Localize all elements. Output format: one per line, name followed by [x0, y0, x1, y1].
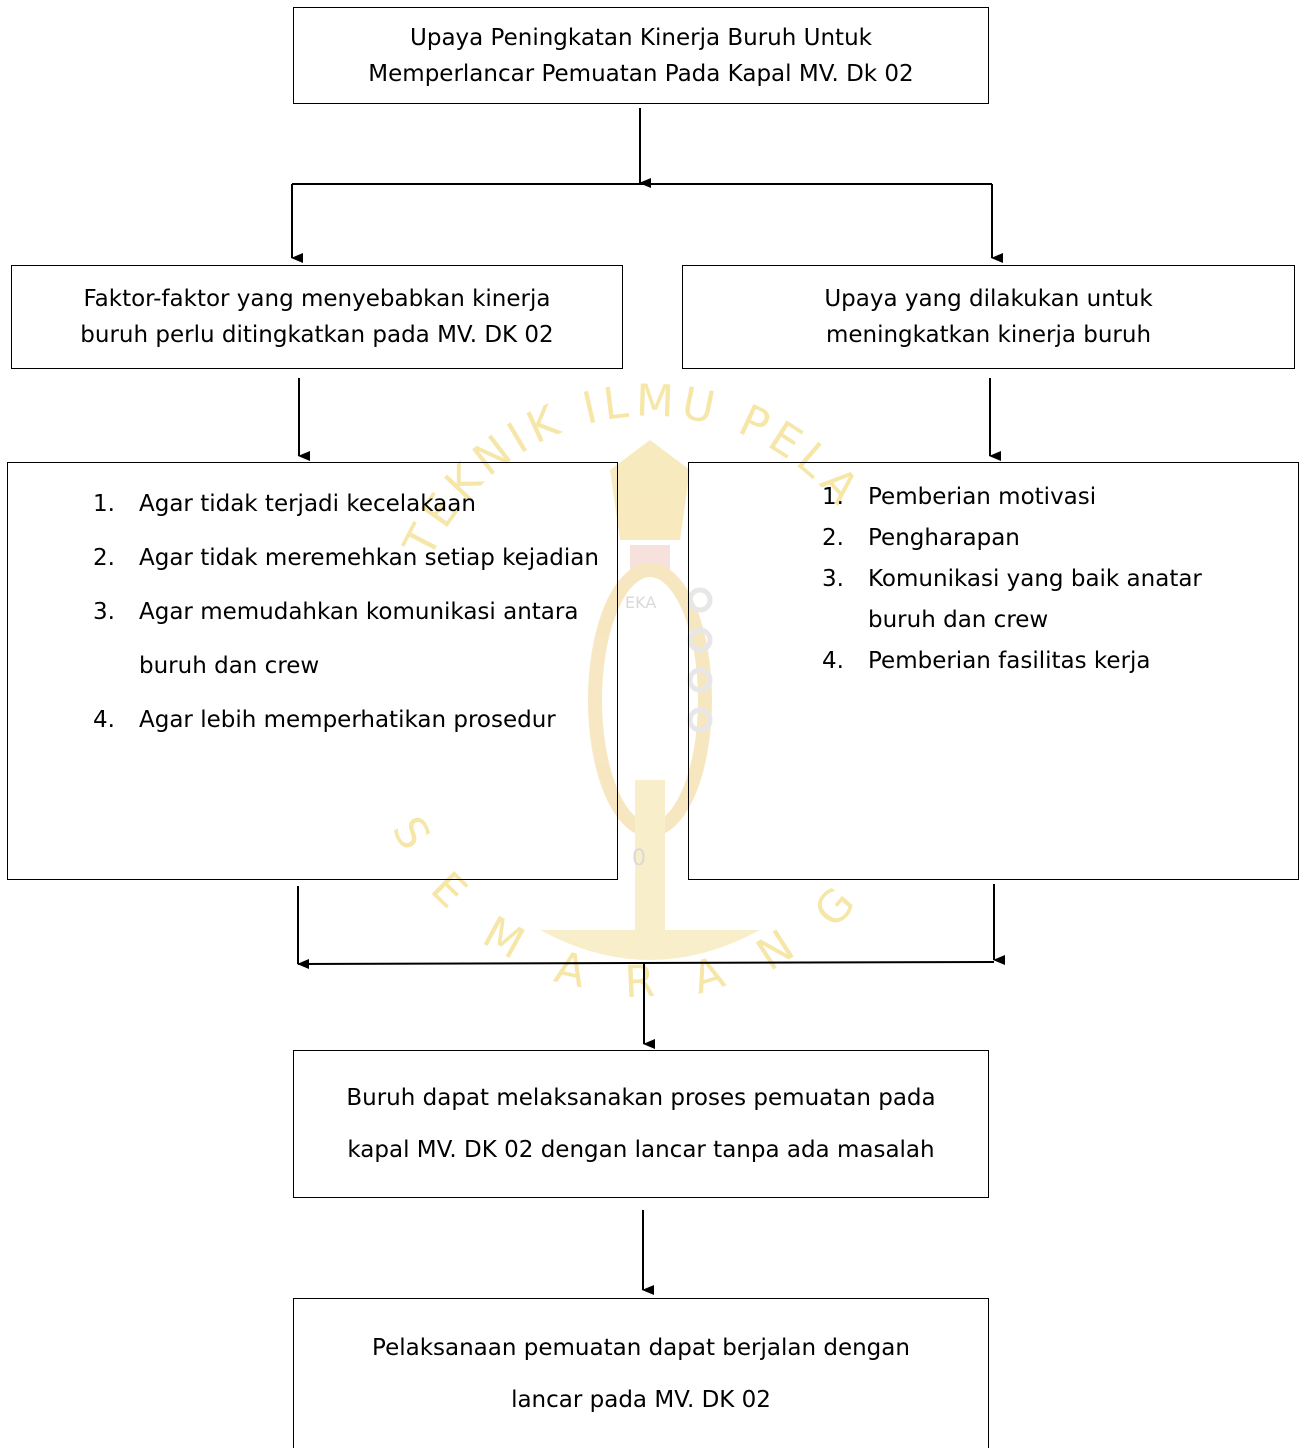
merge-horizontal-line — [297, 961, 995, 965]
title-line-2: Memperlancar Pemuatan Pada Kapal MV. Dk … — [368, 60, 914, 87]
result-line-1: Buruh dapat melaksanakan proses pemuatan… — [346, 1085, 936, 1111]
list-item: 3. Komunikasi yang baik anatar buruh dan … — [822, 559, 1262, 641]
watermark-zero: 0 — [632, 846, 646, 871]
watermark-inner-text: EKA — [625, 593, 656, 612]
result-box: Buruh dapat melaksanakan proses pemuatan… — [293, 1050, 989, 1198]
list-item: 2. Agar tidak meremehkan setiap kejadian — [93, 531, 603, 585]
list-text: Pemberian motivasi — [868, 484, 1097, 510]
list-number: 2. — [93, 545, 115, 571]
result-line-2: kapal MV. DK 02 dengan lancar tanpa ada … — [347, 1137, 935, 1163]
list-text: Pengharapan — [868, 525, 1020, 551]
list-number: 4. — [822, 648, 844, 674]
list-text: Agar memudahkan komunikasi antara buruh … — [139, 599, 579, 679]
factors-list: 1. Agar tidak terjadi kecelakaan 2. Agar t… — [93, 477, 603, 747]
factors-header-line-2: buruh perlu ditingkatkan pada MV. DK 02 — [80, 322, 554, 348]
list-text: Agar lebih memperhatikan prosedur — [139, 707, 556, 733]
watermark-emblem — [540, 440, 760, 960]
list-number: 1. — [822, 484, 844, 510]
list-text: Agar tidak terjadi kecelakaan — [139, 491, 476, 517]
list-item: 1. Pemberian motivasi — [822, 477, 1262, 518]
list-item: 2. Pengharapan — [822, 518, 1262, 559]
final-box: Pelaksanaan pemuatan dapat berjalan deng… — [293, 1298, 989, 1448]
list-item: 3. Agar memudahkan komunikasi antara buru… — [93, 585, 603, 693]
factors-header-line-1: Faktor-faktor yang menyebabkan kinerja — [83, 286, 551, 312]
list-number: 4. — [93, 707, 115, 733]
efforts-header-line-1: Upaya yang dilakukan untuk — [824, 286, 1153, 312]
efforts-header-line-2: meningkatkan kinerja buruh — [825, 322, 1152, 348]
title-box: Upaya Peningkatan Kinerja Buruh Untuk Me… — [293, 7, 989, 104]
list-item: 4. Pemberian fasilitas kerja — [822, 641, 1262, 682]
efforts-list-box: 1. Pemberian motivasi 2. Pengharapan 3. Kom… — [688, 462, 1299, 880]
list-text: Komunikasi yang baik anatar buruh dan cr… — [868, 566, 1202, 633]
efforts-header-box: Upaya yang dilakukan untuk meningkatkan … — [682, 265, 1295, 369]
list-number: 3. — [93, 599, 115, 625]
title-line-1: Upaya Peningkatan Kinerja Buruh Untuk — [410, 24, 872, 51]
final-line-1: Pelaksanaan pemuatan dapat berjalan deng… — [372, 1334, 910, 1361]
list-text: Pemberian fasilitas kerja — [868, 648, 1151, 674]
efforts-list: 1. Pemberian motivasi 2. Pengharapan 3. Kom… — [822, 477, 1262, 682]
list-text: Agar tidak meremehkan setiap kejadian — [139, 545, 599, 571]
final-line-2: lancar pada MV. DK 02 — [511, 1386, 771, 1413]
list-number: 1. — [93, 491, 115, 517]
factors-header-box: Faktor-faktor yang menyebabkan kinerja b… — [11, 265, 623, 369]
list-item: 1. Agar tidak terjadi kecelakaan — [93, 477, 603, 531]
factors-list-box: 1. Agar tidak terjadi kecelakaan 2. Agar t… — [7, 462, 618, 880]
list-number: 3. — [822, 566, 844, 592]
list-number: 2. — [822, 525, 844, 551]
list-item: 4. Agar lebih memperhatikan prosedur — [93, 693, 603, 747]
